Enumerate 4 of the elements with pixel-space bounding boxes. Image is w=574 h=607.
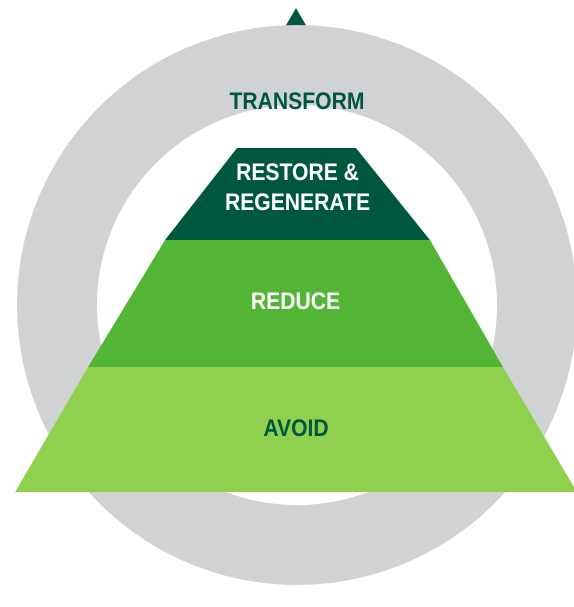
tier-label: RESTORE & REGENERATE xyxy=(224,158,372,218)
tier-label: AVOID xyxy=(262,414,330,444)
tier-label: REDUCE xyxy=(250,287,342,317)
ring-label: TRANSFORM xyxy=(228,87,366,117)
